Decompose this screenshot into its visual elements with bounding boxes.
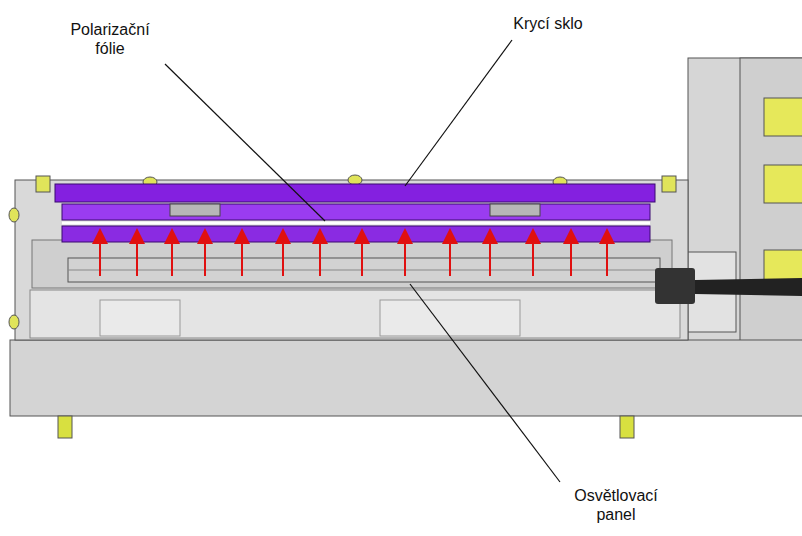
- screws: [9, 175, 676, 329]
- light-arrows: [100, 236, 607, 276]
- glass-stack: [55, 184, 655, 242]
- side-block: [688, 58, 802, 343]
- part-label: Osvětlovací panel: [560, 486, 672, 524]
- part-label: Polarizační fólie: [54, 20, 166, 58]
- base-plate: [10, 340, 802, 438]
- part-label: Krycí sklo: [513, 14, 582, 33]
- cable: [655, 268, 802, 304]
- housing: [15, 180, 688, 340]
- leader-lines: [165, 40, 560, 482]
